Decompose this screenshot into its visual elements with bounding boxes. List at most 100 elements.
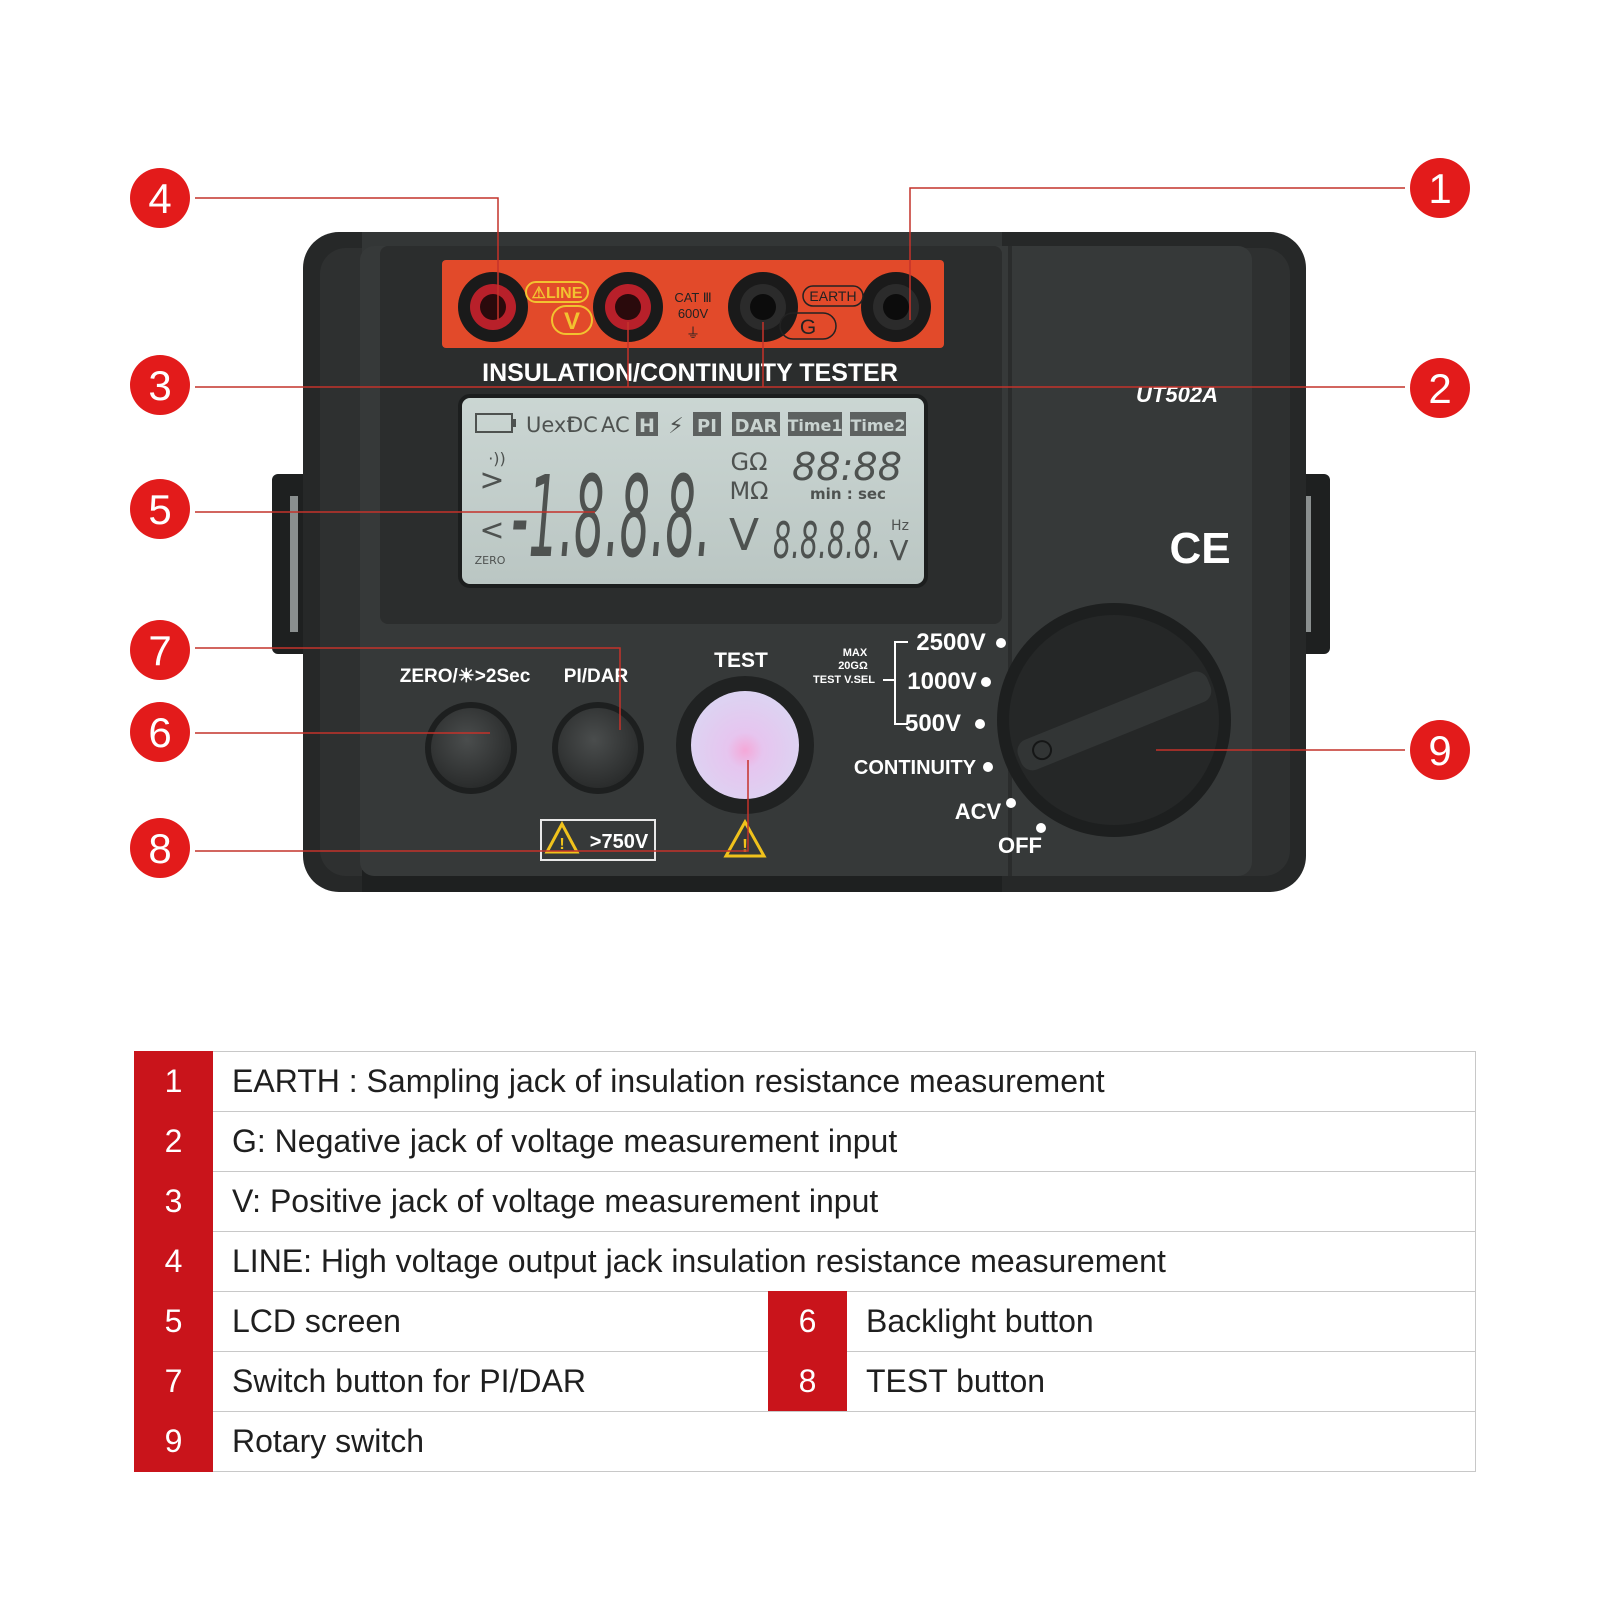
svg-text:2: 2 (1428, 365, 1451, 412)
marker-7: 7 (130, 620, 190, 680)
lcd-pi: PI (697, 416, 717, 437)
lcd-gohm-unit: GΩ (731, 448, 768, 476)
g-label-outline (779, 312, 837, 340)
svg-text:6: 6 (148, 709, 171, 756)
marker-9: 9 (1410, 720, 1470, 780)
lcd-time1: Time1 (787, 416, 842, 435)
warning-exclaim: ! (559, 836, 564, 853)
earth-label: EARTH (809, 288, 856, 304)
zero-button-label: ZERO/☀>2Sec (400, 666, 531, 687)
marker-5: 5 (130, 479, 190, 539)
leader-lines (195, 187, 1405, 852)
jack-earth[interactable] (861, 272, 931, 342)
legend-text: TEST button (866, 1363, 1046, 1399)
v-label: V (564, 308, 580, 335)
svg-text:4: 4 (148, 175, 171, 222)
left-clip-strip (290, 496, 298, 632)
legend-row-6: 7 Switch button for PI/DAR 8 TEST button (134, 1351, 1476, 1412)
svg-text:5: 5 (148, 486, 171, 533)
g-label: G (800, 316, 816, 339)
legend-number: 5 (134, 1291, 213, 1352)
legend-row-4: 4 LINE: High voltage output jack insulat… (134, 1231, 1476, 1292)
test-warning-icon (723, 818, 767, 858)
lcd-dc: DC (567, 413, 598, 437)
ce-mark: CE (1169, 524, 1230, 573)
warning-voltage-label: >750V (590, 831, 649, 853)
lcd-glass (458, 394, 928, 588)
legend-text: Switch button for PI/DAR (232, 1363, 586, 1399)
pidar-button-label: PI/DAR (564, 666, 629, 687)
leader-4 (195, 197, 499, 320)
rotary-switch-area: MAX 20GΩ TEST V.SEL 2500V 1000V 500V CON… (813, 603, 1231, 858)
voltage-bracket (883, 641, 908, 725)
marker-6: 6 (130, 702, 190, 762)
pos-2500v: 2500V (916, 629, 985, 656)
lcd-time-digits: 88:88 (792, 445, 902, 489)
test-warning-exclaim: ! (742, 836, 748, 856)
marker-8: 8 (130, 818, 190, 878)
v-label-outline (551, 305, 593, 335)
lcd-v-unit: V (729, 510, 759, 561)
lcd-sub-v-unit: V (889, 534, 908, 567)
lcd-dar-box (732, 412, 780, 436)
legend-number: 8 (768, 1351, 847, 1412)
lcd-time2: Time2 (850, 416, 905, 435)
rotary-pointer (1017, 671, 1212, 771)
leader-7 (195, 647, 621, 730)
legend-text: Backlight button (866, 1303, 1094, 1339)
pos-off: OFF (998, 833, 1042, 858)
lcd-hz-unit: Hz (891, 518, 909, 534)
pos-acv: ACV (955, 799, 1002, 824)
lcd-zero: ZERO (475, 554, 506, 567)
lcd-time-label: min : sec (810, 485, 886, 503)
legend-text: LINE: High voltage output jack insulatio… (232, 1243, 1166, 1279)
marker-2: 2 (1410, 358, 1470, 418)
pidar-button[interactable] (558, 708, 638, 788)
pos-1000v: 1000V (907, 668, 976, 695)
lcd-hv-icon: ⚡ (668, 414, 683, 439)
line-label: ⚠LINE (532, 285, 583, 302)
marker-1: 1 (1410, 158, 1470, 218)
legend-number: 2 (134, 1111, 213, 1172)
legend-number: 3 (134, 1171, 213, 1232)
lcd-screen: Uext DC AC H ⚡ PI DAR Time1 Time2 ·)) > … (458, 394, 928, 588)
pos-500v-dot (975, 719, 985, 729)
lcd-hold-box (636, 412, 658, 436)
legend-text: G: Negative jack of voltage measurement … (232, 1123, 898, 1159)
legend-text: LCD screen (232, 1303, 401, 1339)
legend-number: 9 (134, 1411, 213, 1472)
lcd-beeper-icon: ·)) (488, 449, 506, 468)
model-label: UT502A (1136, 382, 1218, 407)
max-value-label: 20GΩ (838, 660, 868, 672)
zero-backlight-button[interactable] (431, 708, 511, 788)
legend-number: 6 (768, 1291, 847, 1352)
ground-symbol-icon: ⏚ (686, 325, 700, 341)
test-button[interactable] (691, 691, 799, 799)
callout-markers: 4 1 3 2 5 7 6 9 8 (130, 158, 1470, 878)
test-button-label: TEST (714, 649, 768, 672)
svg-text:7: 7 (148, 627, 171, 674)
pos-continuity: CONTINUITY (854, 757, 977, 779)
legend-text: V: Positive jack of voltage measurement … (232, 1183, 879, 1219)
legend-number: 4 (134, 1231, 213, 1292)
pos-off-dot (1036, 823, 1046, 833)
earth-label-outline (802, 285, 864, 307)
legend-row-3: 3 V: Positive jack of voltage measuremen… (134, 1171, 1476, 1232)
lcd-hold: H (639, 415, 655, 437)
cat-label: CAT Ⅲ (674, 290, 711, 305)
legend-row-2: 2 G: Negative jack of voltage measuremen… (134, 1111, 1476, 1172)
svg-text:9: 9 (1428, 727, 1451, 774)
lcd-pi-box (693, 412, 721, 436)
jack-line[interactable] (458, 272, 528, 342)
marker-4: 4 (130, 168, 190, 228)
lcd-greater-than: > (479, 463, 504, 498)
jack-v[interactable] (593, 272, 663, 342)
svg-text:1: 1 (1428, 165, 1451, 212)
pos-2500v-dot (996, 638, 1006, 648)
marker-3: 3 (130, 355, 190, 415)
legend-row-7: 9 Rotary switch (134, 1411, 1476, 1472)
leader-1 (909, 187, 1405, 320)
legend-text: EARTH : Sampling jack of insulation resi… (232, 1063, 1105, 1099)
lcd-less-than: < (479, 513, 504, 548)
